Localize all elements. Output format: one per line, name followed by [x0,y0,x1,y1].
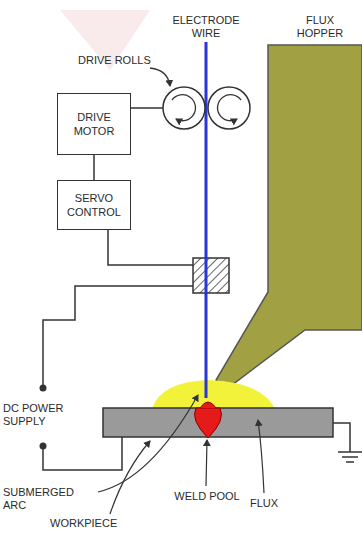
wire [108,229,193,265]
rotation-arrow [172,95,195,121]
box-text-group: SERVO CONTROL [58,191,130,219]
electrode-wire [205,42,208,398]
contact-tube [193,258,229,293]
drive-roll [208,87,250,129]
flux-hopper [216,45,362,388]
drive-roll [163,87,205,129]
leader-line [258,420,264,493]
part-label: DRIVE ROLLS [78,54,168,67]
part-label: WELD POOL [168,490,246,503]
process-box: SERVO CONTROL [57,180,131,230]
process-box: DRIVE MOTOR [57,93,131,155]
rotation-arrow [218,95,241,121]
connector [93,155,95,180]
wire [43,437,122,470]
ground-symbol [346,461,354,463]
arc [200,402,216,408]
ground-symbol [338,451,362,453]
part-label: FLUX HOPPER [288,14,352,40]
electrode-wire [205,258,208,293]
leader-line [206,440,207,486]
ground-symbol [342,456,358,458]
part-label: SUBMERGED ARC [3,486,98,512]
wire [333,423,350,452]
part-label: ELECTRODE WIRE [168,14,244,40]
weld-pool [195,408,222,438]
box-text-group: DRIVE MOTOR [58,110,130,138]
leader-line [150,68,170,86]
box-label: SERVO CONTROL [58,191,130,219]
part-label: FLUX [250,497,290,510]
part-label: WORKPIECE [50,517,140,530]
leader-line [110,441,150,514]
terminal [40,385,47,392]
workpiece [103,408,333,437]
box-label: DRIVE MOTOR [58,110,130,138]
flux-mound [152,380,275,409]
part-label: DC POWER SUPPLY [3,402,71,428]
wire [43,286,193,388]
